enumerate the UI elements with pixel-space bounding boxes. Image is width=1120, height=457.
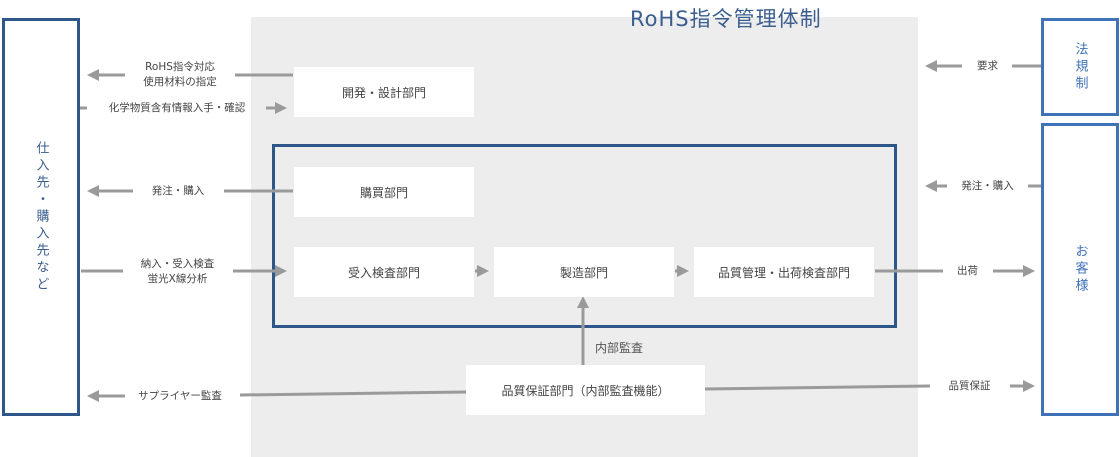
rohs-spec-label: RoHS指令対応使用材料の指定 <box>130 60 230 90</box>
customer-label: お客様 <box>1072 244 1088 295</box>
internal-audit-label: 内部監査 <box>595 341 644 355</box>
law-entity: 法規制 <box>1041 18 1119 116</box>
delivery-line1: 納入・受入検査 <box>140 258 215 270</box>
purchasing-dept: 購買部門 <box>294 167 474 217</box>
qc-dept: 品質管理・出荷検査部門 <box>694 247 874 297</box>
law-label: 法規制 <box>1072 41 1088 93</box>
qa-dept: 品質保証部門（内部監査機能） <box>466 365 705 415</box>
order-right-label: 発注・購入 <box>961 180 1014 192</box>
delivery-line2: 蛍光X線分析 <box>147 273 208 285</box>
design-dept: 開発・設計部門 <box>294 67 474 117</box>
supplier-label: 仕入先・購入先など <box>33 140 49 294</box>
order-left-label: 発注・購入 <box>151 185 205 197</box>
chem-info-label: 化学物質含有情報入手・確認 <box>108 102 246 114</box>
requirement-label: 要求 <box>977 60 998 72</box>
supplier-audit-label: サプライヤー監査 <box>138 390 222 402</box>
delivery-label: 納入・受入検査蛍光X線分析 <box>125 257 230 287</box>
rohs-spec-line2: 使用材料の指定 <box>143 76 217 88</box>
receiving-dept: 受入検査部門 <box>294 247 474 297</box>
customer-entity: お客様 <box>1041 123 1119 416</box>
supplier-entity: 仕入先・購入先など <box>2 18 80 416</box>
manufacturing-dept: 製造部門 <box>494 247 674 297</box>
shipping-label: 出荷 <box>957 265 978 277</box>
quality-assurance-label: 品質保証 <box>948 380 991 392</box>
rohs-spec-line1: RoHS指令対応 <box>145 61 215 73</box>
diagram-title: RoHS指令管理体制 <box>630 7 822 31</box>
